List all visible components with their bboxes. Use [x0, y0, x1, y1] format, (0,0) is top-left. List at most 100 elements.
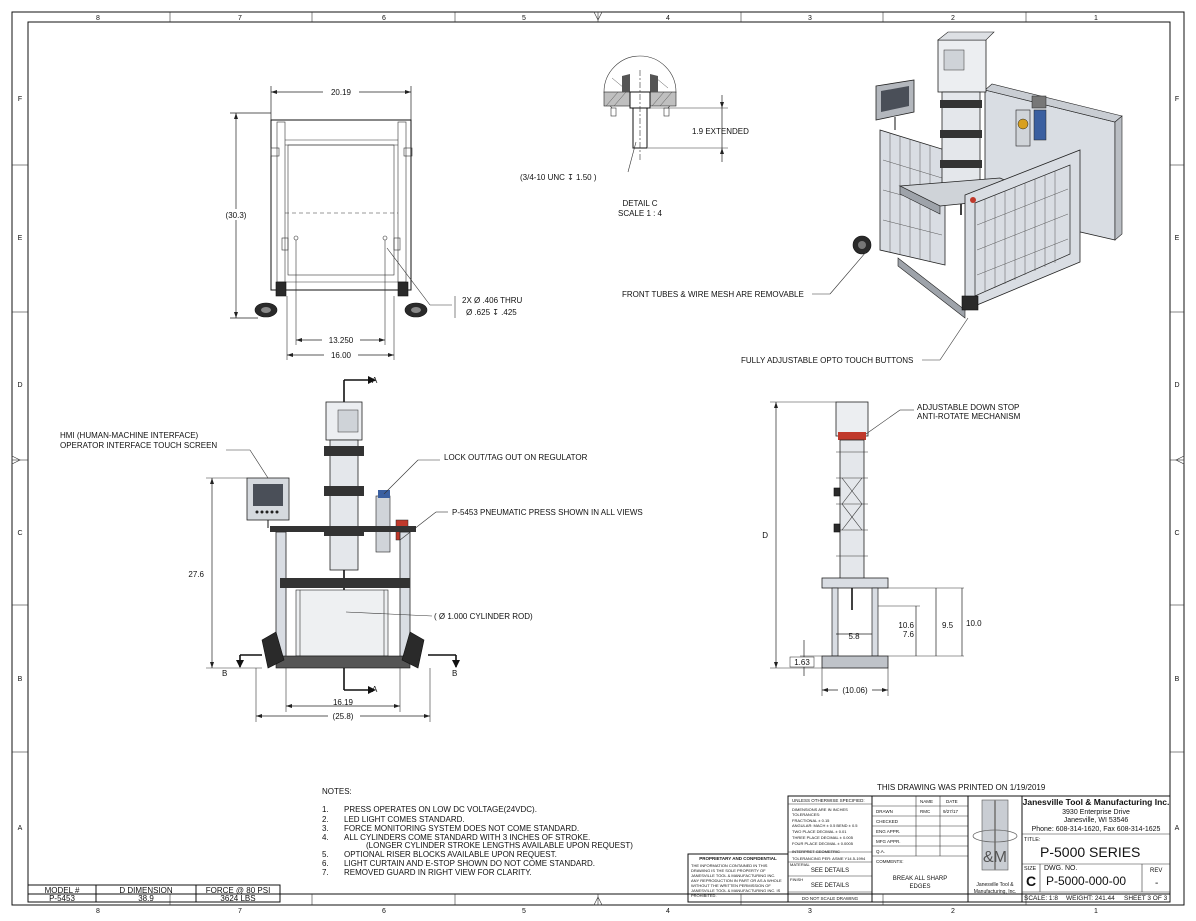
- nd-qa: Q.A.: [876, 849, 885, 854]
- note-2-num: 2.: [322, 815, 329, 824]
- note-front-tubes: FRONT TUBES & WIRE MESH ARE REMOVABLE: [622, 290, 804, 299]
- nd-mfg: MFG APPR.: [876, 839, 901, 844]
- nd-name: NAME: [920, 799, 933, 804]
- sheet-value: SHEET 3 OF 3: [1124, 895, 1168, 902]
- zone-col-top-2: 7: [238, 15, 242, 22]
- rev-label: REV: [1150, 868, 1162, 874]
- model-cell-force: 3624 LBS: [220, 894, 255, 903]
- note-opto-buttons: FULLY ADJUSTABLE OPTO TOUCH BUTTONS: [741, 356, 913, 365]
- company-address-1: 3930 Enterprise Drive: [1062, 809, 1130, 816]
- note-2-text: LED LIGHT COMES STANDARD.: [344, 815, 465, 824]
- zone-row-right-1: F: [1175, 96, 1179, 103]
- tol-see-1: SEE DETAILS: [811, 868, 849, 874]
- zone-col-bot-6: 3: [808, 908, 812, 915]
- model-header-d: D DIMENSION: [119, 886, 173, 895]
- prop-line-1: THE INFORMATION CONTAINED IN THIS: [691, 863, 768, 868]
- logo-caption-2: Manufacturing, Inc.: [974, 889, 1017, 895]
- prop-line-6: JANESVILLE TOOL & MANUFACTURING INC. IS: [691, 888, 781, 893]
- tol-finish: FINISH: [790, 877, 803, 882]
- sheet-border: [11, 11, 1185, 906]
- note-5-num: 5.: [322, 850, 329, 859]
- note-3-text: FORCE MONITORING SYSTEM DOES NOT COME ST…: [344, 824, 579, 833]
- zone-row-left-2: E: [18, 235, 23, 242]
- zone-col-bot-3: 6: [382, 908, 386, 915]
- model-cell-model: P-5453: [49, 894, 75, 903]
- nd-date: DATE: [946, 799, 958, 804]
- dim-top-height: (30.3): [226, 211, 247, 220]
- model-header-model: MODEL #: [45, 886, 80, 895]
- tol-line-5: TWO PLACE DECIMAL ± 0.01: [792, 829, 847, 834]
- dwg-number: P-5000-000-00: [1046, 874, 1126, 888]
- zone-col-top-4: 5: [522, 15, 526, 22]
- zone-row-left-5: B: [18, 676, 23, 683]
- company-logo: &M: [972, 799, 1018, 871]
- note-5-text: OPTIONAL RISER BLOCKS AVAILABLE UPON REQ…: [344, 850, 557, 859]
- dim-side-d: D: [762, 531, 768, 540]
- note-6-num: 6.: [322, 859, 329, 868]
- print-date: THIS DRAWING WAS PRINTED ON 1/19/2019: [877, 783, 1046, 792]
- note-4-num: 4.: [322, 833, 329, 842]
- detail-scale: SCALE 1 : 4: [618, 209, 663, 218]
- zone-col-bot-5: 4: [666, 908, 670, 915]
- note-7-num: 7.: [322, 868, 329, 877]
- title-label: TITLE:: [1024, 837, 1041, 843]
- zone-col-top-1: 8: [96, 15, 100, 22]
- detail-title: DETAIL C: [622, 199, 657, 208]
- dim-top-inner: 13.250: [329, 336, 354, 345]
- tol-tolerancing: TOLERANCING PER: ASME Y14.5-1994: [792, 856, 866, 861]
- dim-side-163: 1.63: [794, 658, 810, 667]
- zone-row-left-3: D: [17, 382, 22, 389]
- tol-line-7: FOUR PLACE DECIMAL ± 0.0005: [792, 841, 854, 846]
- notes-heading: NOTES:: [322, 787, 352, 796]
- callout-thru1: 2X Ø .406 THRU: [462, 296, 523, 305]
- tol-line-2: TOLERANCES:: [792, 812, 820, 817]
- company-address-2: Janesville, WI 53546: [1064, 817, 1129, 824]
- size-value: C: [1026, 873, 1036, 889]
- zone-col-top-8: 1: [1094, 15, 1098, 22]
- tol-see-2: SEE DETAILS: [811, 883, 849, 889]
- nd-checked: CHECKED: [876, 819, 899, 824]
- side-view: ADJUSTABLE DOWN STOP ANTI-ROTATE MECHANI…: [762, 401, 1021, 696]
- tol-line-3: FRACTIONAL ± 0.15: [792, 818, 830, 823]
- zone-row-right-5: B: [1175, 676, 1180, 683]
- dim-side-76: 7.6: [903, 630, 915, 639]
- zone-row-right-4: C: [1174, 530, 1179, 537]
- title-block: THIS DRAWING WAS PRINTED ON 1/19/2019 PR…: [687, 783, 1171, 903]
- dim-side-1006: (10.06): [842, 686, 868, 695]
- note-4b-text: (LONGER CYLINDER STROKE LENGTHS AVAILABL…: [366, 841, 633, 850]
- break-edges-1: BREAK ALL SHARP: [893, 876, 947, 882]
- note-press: P-5453 PNEUMATIC PRESS SHOWN IN ALL VIEW…: [452, 508, 643, 517]
- tol-material: MATERIAL: [790, 862, 810, 867]
- note-rod: ( Ø 1.000 CYLINDER ROD): [434, 612, 533, 621]
- drawing-title: P-5000 SERIES: [1040, 844, 1140, 860]
- detail-thread: (3/4-10 UNC ↧ 1.50 ): [520, 173, 597, 182]
- dwg-label: DWG. NO.: [1044, 865, 1077, 872]
- prop-line-2: DRAWING IS THE SOLE PROPERTY OF: [691, 868, 766, 873]
- dim-side-95: 9.5: [942, 621, 954, 630]
- scale-value: SCALE: 1:8: [1024, 895, 1058, 902]
- notes-section: NOTES: 1. PRESS OPERATES ON LOW DC VOLTA…: [322, 787, 633, 877]
- logo-caption-1: Janesville Tool &: [976, 882, 1014, 888]
- note-4-text: ALL CYLINDERS COME STANDARD WITH 3 INCHE…: [344, 833, 590, 842]
- nd-drawn-name: RMC: [920, 809, 931, 814]
- logo-text: &M: [983, 849, 1007, 866]
- tol-line-1: DIMENSIONS ARE IN INCHES: [792, 807, 848, 812]
- prop-line-7: PROHIBITED.: [691, 893, 717, 898]
- size-label: SIZE: [1024, 866, 1037, 872]
- dim-side-100: 10.0: [966, 619, 982, 628]
- zone-col-top-5: 4: [666, 15, 670, 22]
- zone-col-bot-4: 5: [522, 908, 526, 915]
- prop-line-4: ANY REPRODUCTION IN PART OR AS A WHOLE: [691, 878, 782, 883]
- note-anti-rotate: ANTI-ROTATE MECHANISM: [917, 412, 1021, 421]
- section-a-top: A: [372, 376, 378, 385]
- section-b-right: B: [452, 669, 457, 678]
- tol-line-4: ANGULAR: MACH ± 0.5 BEND ± 0.5: [792, 823, 858, 828]
- tol-unless: UNLESS OTHERWISE SPECIFIED:: [792, 798, 865, 803]
- zone-col-bot-2: 7: [238, 908, 242, 915]
- top-view: 20.19 (30.3) 13.250 16.00 2X Ø .406 THRU…: [218, 86, 523, 360]
- callout-thru2: Ø .625 ↧ .425: [466, 308, 517, 317]
- zone-row-left-1: F: [18, 96, 22, 103]
- dim-side-58: 5.8: [848, 632, 860, 641]
- zone-row-right-6: A: [1175, 825, 1180, 832]
